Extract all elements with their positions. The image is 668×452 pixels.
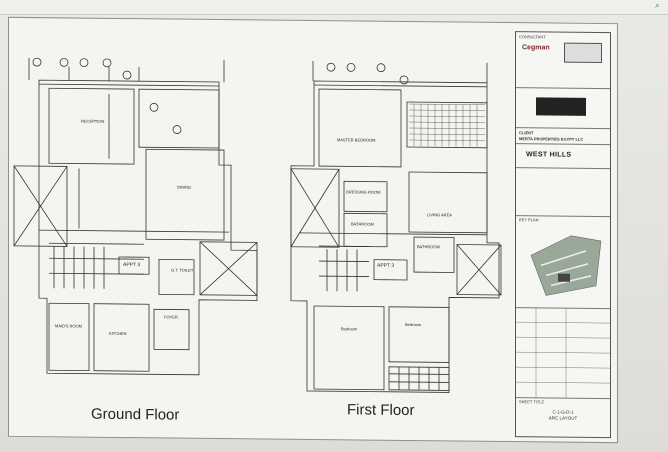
appt-tag-first: APPT 3 <box>377 262 395 269</box>
revisions-cell <box>516 307 610 400</box>
revision-table <box>516 307 610 398</box>
key-plan-map <box>530 235 602 296</box>
developer-logo <box>536 97 586 116</box>
room-label-kitchen: KITCHEN <box>109 330 127 337</box>
sheet-title-cell: SHEET TITLE C-1-G-D-1 ARC LAYOUT <box>516 397 610 437</box>
floor-plan-drawing <box>13 57 502 393</box>
consultant-cell: CONSULTANT Cegman <box>516 32 610 90</box>
client-label: CLIENT <box>519 130 534 136</box>
project-cell: WEST HILLS <box>516 143 610 170</box>
consultant-logo: Cegman <box>522 44 550 52</box>
logo-cell <box>516 87 610 130</box>
appt-tag-ground: APPT 3 <box>123 262 141 269</box>
sheet-number: C-1-G-D-1 <box>552 409 574 415</box>
ground-floor-label: Ground Floor <box>91 405 180 424</box>
key-plan-cell: KEY PLAN <box>516 215 610 310</box>
room-label-living-area: LIVING AREA <box>427 212 452 218</box>
client-name: MERTA PROPERTIES EGYPT LLC <box>519 136 584 142</box>
consultant-label: CONSULTANT <box>519 34 546 40</box>
room-label-reception: RECEPTION <box>81 118 105 124</box>
sheet-title: ARC LAYOUT <box>548 415 578 421</box>
room-label-bathroom: BATHROOM <box>351 221 374 227</box>
room-label-bedroom-2: Bedroom <box>405 321 422 328</box>
room-label-dressing-room: DRESSING ROOM <box>346 189 381 195</box>
viewer-toolbar: ⌕ <box>0 0 668 15</box>
room-label-bathroom-2: BATHROOM <box>417 244 440 250</box>
room-label-dining: DINING <box>177 184 191 190</box>
room-label-master-bedroom: MASTER BEDROOM <box>337 137 376 143</box>
drawing-sheet: RECEPTION DINING KITCHEN MAID'S ROOM FOY… <box>8 16 618 444</box>
sheet-title-label: SHEET TITLE <box>519 399 545 405</box>
blank-cell <box>516 167 610 218</box>
room-label-guest-toilet: G.T. TOILET <box>171 267 194 273</box>
first-floor-label: First Floor <box>347 401 415 420</box>
room-label-foyer: FOYER <box>164 314 178 320</box>
room-label-bedroom-1: Bedroom <box>341 326 358 332</box>
room-label-maids-room: MAID'S ROOM <box>55 323 82 329</box>
title-block: CONSULTANT Cegman CLIENT MERTA PROPERTIE… <box>515 31 611 439</box>
project-name: WEST HILLS <box>526 151 572 159</box>
search-icon[interactable]: ⌕ <box>654 1 660 11</box>
firm-logo <box>564 42 602 64</box>
